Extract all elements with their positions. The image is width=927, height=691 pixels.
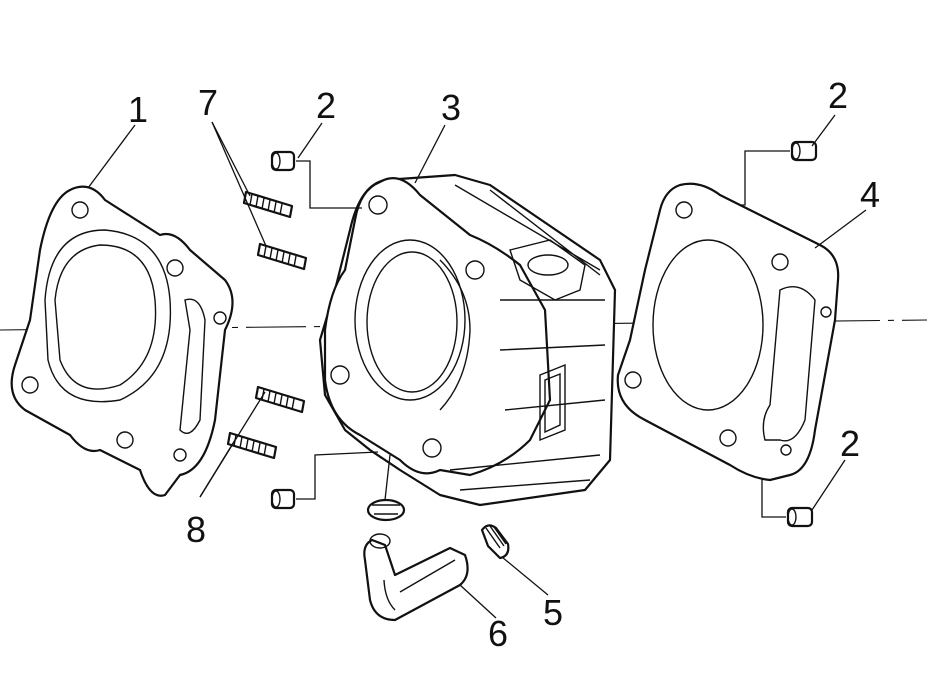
stud-b <box>256 242 308 271</box>
callout-1: 1 <box>128 89 148 130</box>
stud-d <box>226 431 278 460</box>
stud-c <box>254 385 306 414</box>
callout-8: 8 <box>186 509 206 550</box>
part-4-head-gasket <box>616 182 840 482</box>
callout-6: 6 <box>488 613 508 654</box>
part-2-dowel-pin-a <box>270 150 296 172</box>
callout-7: 7 <box>198 82 218 123</box>
hose-clamp <box>366 498 406 522</box>
part-1-base-gasket <box>10 185 234 497</box>
callout-2-top-left: 2 <box>316 85 336 126</box>
leader-lines <box>87 114 867 619</box>
callout-2-top-right: 2 <box>828 75 848 116</box>
stud-a <box>242 190 294 219</box>
callout-3: 3 <box>441 87 461 128</box>
part-5-plug <box>480 524 510 560</box>
callout-4: 4 <box>860 174 880 215</box>
part-7-8-studs <box>226 190 308 460</box>
part-2-dowel-pin-d <box>786 506 814 528</box>
callout-2-bottom-right: 2 <box>840 423 860 464</box>
part-6-hose <box>363 533 469 622</box>
part-2-dowel-pin-b <box>270 488 296 510</box>
part-2-dowel-pin-c <box>790 140 818 162</box>
callout-5: 5 <box>543 592 563 633</box>
part-3-cylinder-block <box>318 173 617 507</box>
